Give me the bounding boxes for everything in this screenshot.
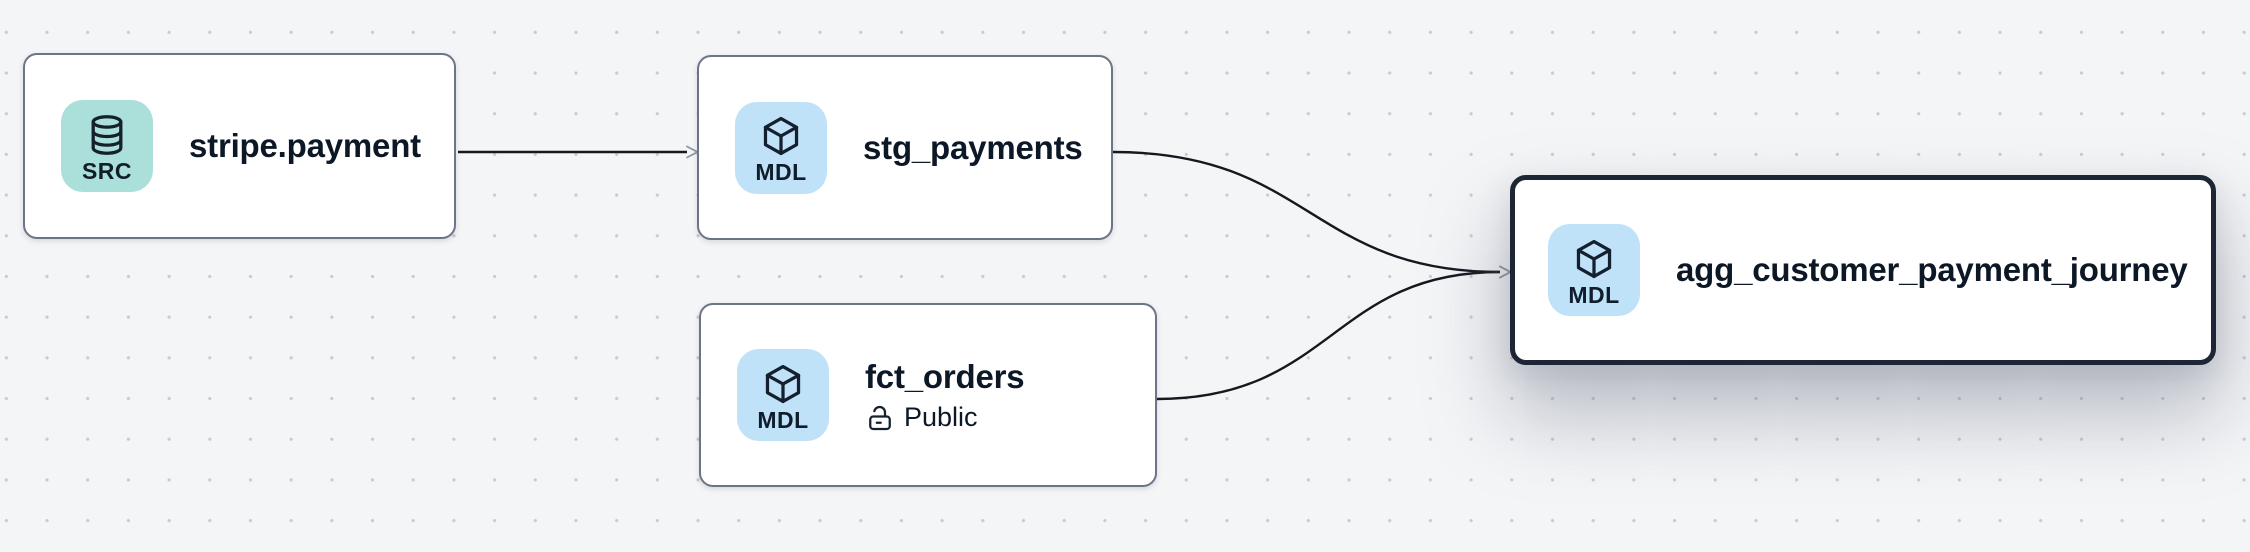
access-label: Public [904, 401, 978, 432]
node-agg-customer-payment-journey[interactable]: MDL agg_customer_payment_journey [1510, 175, 2216, 365]
cube-icon [765, 364, 801, 403]
cube-icon [763, 117, 799, 156]
badge-label: MDL [755, 159, 807, 186]
badge-label: MDL [757, 406, 809, 433]
badge-label: MDL [1568, 281, 1620, 308]
cube-icon [1576, 239, 1612, 278]
database-icon [91, 115, 123, 155]
badge-label: SRC [81, 157, 133, 184]
edge-fct-orders-to-agg-customer-payment-journey[interactable] [1156, 265, 1512, 401]
node-label: fct_orders [865, 358, 1025, 396]
node-stripe-payment[interactable]: SRC stripe.payment [23, 53, 456, 239]
model-badge: MDL [1548, 224, 1640, 316]
model-badge: MDL [737, 349, 829, 441]
node-label: agg_customer_payment_journey [1676, 251, 2188, 289]
node-label: stripe.payment [189, 127, 421, 165]
node-label: stg_payments [863, 128, 1083, 166]
access-row: Public [865, 401, 1024, 433]
node-fct-orders[interactable]: MDL fct_orders Public [699, 303, 1157, 487]
node-stg-payments[interactable]: MDL stg_payments [697, 55, 1113, 240]
edge-stg-payments-to-agg-customer-payment-journey[interactable] [1112, 150, 1512, 279]
source-badge: SRC [61, 100, 153, 192]
model-badge: MDL [735, 101, 827, 194]
unlock-icon [869, 405, 891, 430]
